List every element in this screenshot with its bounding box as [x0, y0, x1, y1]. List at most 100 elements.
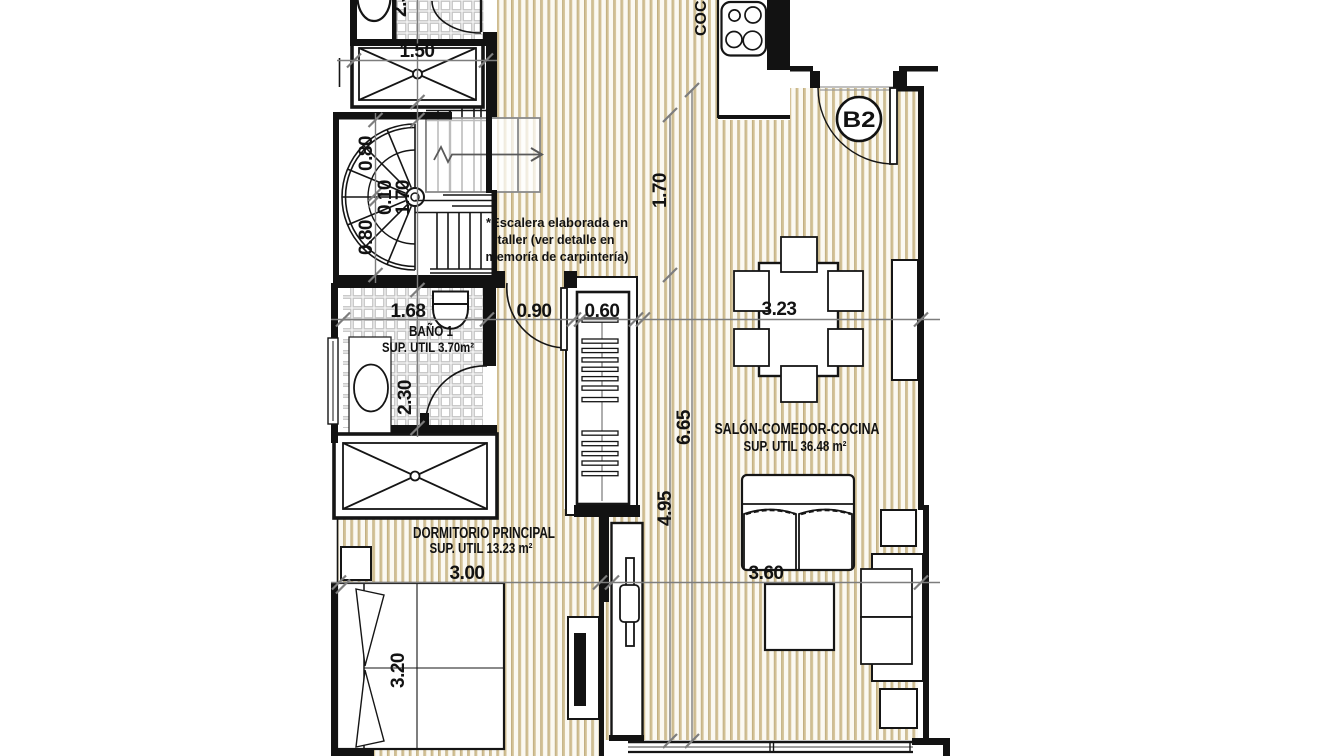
- cooktop: [720, 0, 768, 57]
- wall-bath1-right: [483, 288, 496, 366]
- wall-bedroom-salon-upper: [599, 517, 609, 602]
- sofa-right-cushion-1: [860, 568, 913, 618]
- sofa-cushion-2: [800, 508, 852, 516]
- label-salon-area: SUP. UTIL 36.48 m²: [744, 439, 847, 455]
- burner-large-2: [725, 30, 743, 49]
- unit-badge: B2: [835, 95, 883, 143]
- stair-newel-outer: [405, 187, 425, 207]
- wall-bath2-divider: [392, 0, 397, 40]
- stair-annotation: *Escalera elaborada en taller (ver detal…: [486, 215, 629, 264]
- sofa-right: [860, 553, 924, 682]
- floor-hall-top: [497, 0, 718, 120]
- wall-shelf-bottom: [574, 505, 640, 517]
- wall-bath2-left: [350, 0, 357, 41]
- tv-dresser: [567, 616, 600, 720]
- dining-chair-left-1: [733, 270, 770, 312]
- stair-radial-treads: [342, 124, 416, 270]
- door-bath1: [425, 365, 488, 418]
- wall-stair-left: [333, 113, 339, 283]
- wardrobe-bedroom: [332, 432, 499, 520]
- wall-salon-corner-down: [943, 745, 950, 756]
- dim-bath-depth: 2.30: [395, 380, 416, 415]
- dim-stair-total: 1.70: [393, 180, 414, 215]
- wall-stair-right-lower: [491, 190, 497, 283]
- dining-chair-bottom: [780, 365, 818, 403]
- wall-salon-bottom-corner: [912, 738, 950, 745]
- dimension-labels: 1.50 2.30 0.80 0.10 0.80 1.70 1.68 2.30 …: [356, 0, 797, 688]
- side-table-1: [880, 509, 917, 547]
- wall-bath2-bottom: [350, 39, 497, 46]
- wall-salon-right: [918, 86, 924, 510]
- tv-screen: [574, 633, 586, 706]
- sliding-door: [609, 521, 644, 741]
- dining-chair-left-2: [733, 328, 770, 367]
- dim-kitchen-front: 1.70: [650, 173, 671, 208]
- label-dormitorio-area: SUP. UTIL 13.23 m²: [430, 541, 533, 557]
- door-entry: [817, 86, 898, 165]
- label-dormitorio-name: DORMITORIO PRINCIPAL: [413, 525, 555, 542]
- wall-bath1-left-upper: [331, 283, 338, 341]
- burner-large-1: [744, 6, 762, 24]
- wall-stair-right: [486, 117, 492, 193]
- wall-salon-right-lower: [923, 505, 929, 740]
- dim-salon-partial: 4.95: [655, 490, 676, 526]
- dim-hall-door: 0.90: [517, 301, 552, 322]
- pillow-1: [355, 588, 385, 667]
- entry-door-leaf: [889, 87, 898, 165]
- shelf-unit: [565, 276, 638, 516]
- pillow-2: [355, 669, 385, 748]
- side-table-2: [879, 688, 918, 729]
- wardrobe-bedroom-knob: [409, 470, 421, 482]
- furniture: [332, 39, 924, 751]
- wall-counter-bottom: [718, 115, 790, 119]
- dim-closet-top: 1.50: [400, 41, 435, 62]
- dim-stair-gap: 0.10: [375, 180, 396, 215]
- wall-stair-bath-shared: [333, 275, 505, 288]
- burner-large-3: [742, 30, 763, 51]
- annotation-line-3: memoría de carpintería): [486, 249, 629, 264]
- sliding-door-handle: [619, 584, 640, 623]
- bathtub-2: [356, 0, 392, 23]
- dim-bed-length: 3.20: [388, 653, 409, 688]
- wall-hall-top-right: [486, 33, 497, 117]
- dim-stair-upper: 0.80: [356, 136, 377, 171]
- bath1-door-stop: [420, 413, 429, 428]
- walls: [331, 0, 950, 756]
- unit-badge-label: B2: [843, 107, 876, 132]
- wall-bath1-bottom: [391, 425, 497, 433]
- entry-jamb-left: [810, 71, 820, 88]
- label-bano1-area: SUP. UTIL 3.70m²: [382, 339, 474, 355]
- wall-salon-top: [893, 86, 924, 92]
- nightstand: [340, 546, 372, 581]
- double-bed: [335, 581, 506, 751]
- dim-bath-width: 1.68: [391, 301, 426, 322]
- shelf-slats: [581, 317, 619, 477]
- wall-entry-right: [899, 66, 938, 72]
- wall-jamb-shelf-top: [564, 271, 577, 288]
- toilet: [353, 363, 389, 413]
- entry-jamb-right: [893, 71, 901, 88]
- dimension-ticks: [331, 52, 929, 749]
- stair-winder-handrail-2: [367, 149, 416, 198]
- coffee-table: [763, 582, 836, 652]
- wall-bedroom-bottom-corner: [333, 750, 374, 756]
- dining-chair-right-2: [827, 328, 864, 367]
- annotation-line-2: taller (ver detalle en: [498, 232, 615, 247]
- wall-bath1-left-lower: [331, 424, 338, 443]
- wall-bedroom-salon-lower: [599, 600, 604, 756]
- wall-kitchen-right: [767, 0, 790, 70]
- label-cocina: COCINA: [693, 0, 710, 36]
- wall-bedroom-left: [331, 583, 338, 756]
- stair-direction-arrow: [433, 144, 544, 165]
- wall-entry-left: [790, 66, 813, 72]
- sofa-right-cushion-2: [860, 616, 913, 665]
- dim-sofa-span: 3.60: [749, 563, 784, 584]
- door-bath2: [431, 0, 483, 34]
- stair-straight-treads-lower: [436, 213, 482, 269]
- room-labels: BAÑO 1 SUP. UTIL 3.70m² DORMITORIO PRINC…: [382, 0, 880, 557]
- spiral-staircase: [341, 108, 544, 274]
- dim-salon-length: 6.65: [674, 409, 695, 445]
- floor-hallway: [497, 288, 564, 518]
